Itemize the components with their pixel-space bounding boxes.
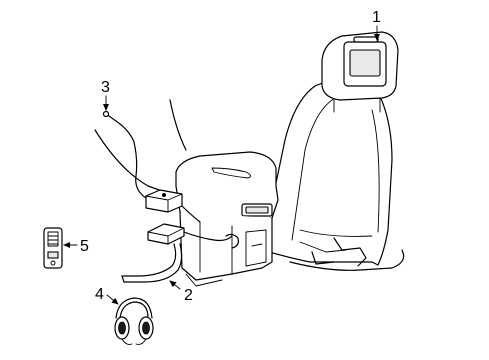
callout-5: 5 — [80, 238, 89, 255]
headphones — [114, 297, 154, 345]
leader-4 — [106, 294, 119, 305]
wiring-harness — [121, 205, 239, 283]
antenna-cable — [102, 110, 147, 199]
callout-4: 4 — [95, 286, 104, 303]
headrest-monitor — [321, 31, 399, 113]
dvd-module — [145, 189, 183, 213]
leader-lines — [63, 25, 380, 305]
leader-2 — [169, 280, 181, 290]
seat-cushion — [94, 99, 405, 271]
center-console — [175, 151, 279, 287]
seat-back — [261, 79, 393, 266]
callout-2: 2 — [184, 287, 193, 304]
callout-3: 3 — [101, 79, 110, 96]
callout-1: 1 — [372, 9, 381, 26]
remote-control — [43, 227, 63, 269]
